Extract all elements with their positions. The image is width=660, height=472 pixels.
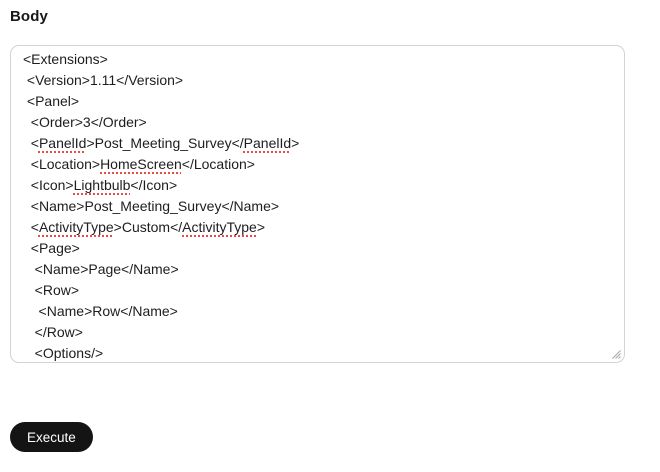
code-text: <Name>Post_Meeting_Survey</Name> xyxy=(23,198,280,214)
code-text: >Post_Meeting_Survey</ xyxy=(86,135,244,151)
code-line: <ActivityType>Custom</ActivityType> xyxy=(23,217,612,238)
body-field-label: Body xyxy=(10,8,48,25)
resize-grip-icon[interactable] xyxy=(609,347,622,360)
code-text: <Icon> xyxy=(23,177,74,193)
code-text: </Location> xyxy=(181,156,255,172)
misspelled-word: HomeScreen xyxy=(100,156,182,172)
code-text: >Custom</ xyxy=(113,219,183,235)
code-line: <Order>3</Order> xyxy=(23,112,612,133)
code-text: < xyxy=(23,219,39,235)
code-line: <Location>HomeScreen</Location> xyxy=(23,154,612,175)
misspelled-word: PanelId xyxy=(243,135,292,151)
misspelled-word: PanelId xyxy=(38,135,87,151)
xml-content: <Extensions> <Version>1.11</Version> <Pa… xyxy=(23,49,612,362)
code-line: <PanelId>Post_Meeting_Survey</PanelId> xyxy=(23,133,612,154)
code-text: <Page> xyxy=(23,240,80,256)
code-line: <Page> xyxy=(23,238,612,259)
code-text: <Name>Page</Name> xyxy=(23,261,179,277)
code-line: <Options/> xyxy=(23,343,612,362)
code-text: <Options/> xyxy=(23,345,104,361)
code-text: <Order>3</Order> xyxy=(23,114,147,130)
code-text: </Icon> xyxy=(130,177,178,193)
code-line: <Panel> xyxy=(23,91,612,112)
code-line: <Icon>Lightbulb</Icon> xyxy=(23,175,612,196)
misspelled-word: Lightbulb xyxy=(73,177,131,193)
code-text: > xyxy=(291,135,300,151)
code-line: <Version>1.11</Version> xyxy=(23,70,612,91)
code-text: < xyxy=(23,135,39,151)
code-line: <Extensions> xyxy=(23,49,612,70)
code-line: <Row> xyxy=(23,280,612,301)
code-text: <Location> xyxy=(23,156,101,172)
code-text: </Row> xyxy=(23,324,83,340)
code-line: </Row> xyxy=(23,322,612,343)
code-text: <Version>1.11</Version> xyxy=(23,72,184,88)
execute-button[interactable]: Execute xyxy=(10,422,93,452)
code-text: > xyxy=(256,219,266,235)
misspelled-word: ActivityType xyxy=(38,219,114,235)
misspelled-word: ActivityType xyxy=(182,219,257,235)
code-text: <Extensions> xyxy=(23,51,108,67)
code-line: <Name>Row</Name> xyxy=(23,301,612,322)
code-text: <Name>Row</Name> xyxy=(23,303,178,319)
code-text: <Row> xyxy=(23,282,80,298)
body-xml-textarea[interactable]: <Extensions> <Version>1.11</Version> <Pa… xyxy=(10,45,625,363)
code-line: <Name>Post_Meeting_Survey</Name> xyxy=(23,196,612,217)
code-line: <Name>Page</Name> xyxy=(23,259,612,280)
code-text: <Panel> xyxy=(23,93,80,109)
